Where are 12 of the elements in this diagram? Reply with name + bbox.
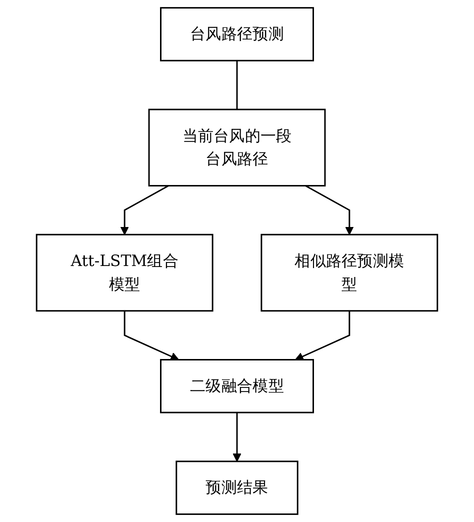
node-box: 二级融合模型 bbox=[160, 359, 314, 414]
arrow bbox=[120, 185, 169, 235]
node-box: 预测结果 bbox=[176, 460, 298, 515]
arrow bbox=[124, 310, 180, 360]
connector bbox=[236, 60, 238, 110]
node-box: 当前台风的一段台风路径 bbox=[148, 108, 326, 186]
arrow bbox=[305, 185, 354, 235]
node-box: Att-LSTM组合模型 bbox=[36, 234, 214, 312]
arrow bbox=[294, 310, 350, 360]
node-box: 台风路径预测 bbox=[160, 7, 314, 62]
node-box: 相似路径预测模型 bbox=[260, 234, 438, 312]
arrow bbox=[232, 412, 242, 462]
